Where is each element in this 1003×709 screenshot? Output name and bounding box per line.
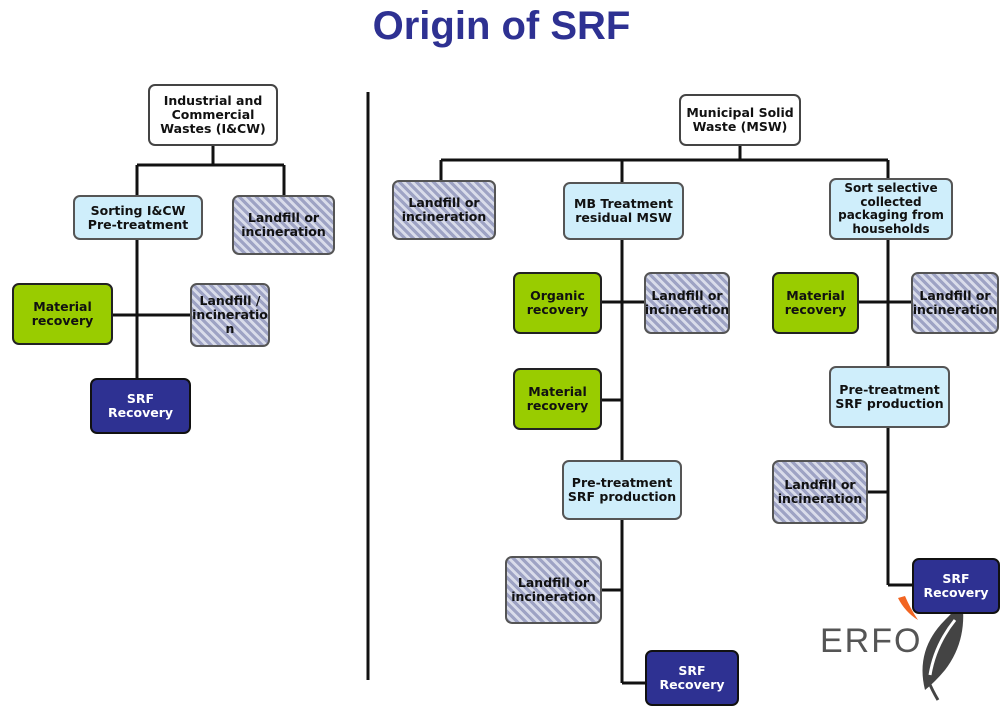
landfill-box: Landfill or incineration — [392, 180, 496, 240]
material-recovery-box: Material recovery — [772, 272, 859, 334]
industrial-wastes-box: Industrial and Commercial Wastes (I&CW) — [148, 84, 278, 146]
mb-treatment-box: MB Treatment residual MSW — [563, 182, 684, 240]
landfill-box: Landfill or incineration — [911, 272, 999, 334]
erfo-logo-icon — [898, 596, 964, 701]
erfo-logo-text: ERFO — [820, 622, 923, 660]
sorting-icw-box: Sorting I&CW Pre-treatment — [73, 195, 203, 240]
landfill-box: Landfill or incineration — [232, 195, 335, 255]
industrial-wastes-label: Industrial and Commercial Wastes (I&CW) — [160, 93, 266, 136]
material-recovery-label: Material recovery — [784, 288, 847, 317]
srf-recovery-label: SRF Recovery — [923, 571, 989, 600]
landfill-label: Landfill or incineration — [912, 288, 998, 317]
material-recovery-label: Material recovery — [526, 384, 589, 413]
material-recovery-label: Material recovery — [31, 299, 94, 328]
srf-recovery-box: SRF Recovery — [645, 650, 739, 706]
pretreatment-label: Pre-treatment SRF production — [567, 475, 677, 504]
msw-label: Municipal Solid Waste (MSW) — [686, 105, 794, 134]
organic-recovery-box: Organic recovery — [513, 272, 602, 334]
sort-selective-box: Sort selective collected packaging from … — [829, 178, 953, 240]
sort-selective-label: Sort selective collected packaging from … — [838, 181, 944, 236]
landfill-label: Landfill or incineration — [644, 288, 730, 317]
srf-recovery-label: SRF Recovery — [659, 663, 725, 692]
landfill-label: Landfill or incineration — [777, 477, 863, 506]
srf-recovery-label: SRF Recovery — [107, 391, 174, 420]
organic-recovery-label: Organic recovery — [526, 288, 589, 317]
landfill-box: Landfill or incineration — [644, 272, 730, 334]
landfill-box: Landfill or incineration — [505, 556, 602, 624]
sorting-icw-label: Sorting I&CW Pre-treatment — [87, 202, 189, 232]
page-title: Origin of SRF — [372, 4, 631, 48]
landfill-box: Landfill / incineratio n — [190, 283, 270, 347]
pretreatment-box: Pre-treatment SRF production — [829, 366, 950, 428]
srf-recovery-box: SRF Recovery — [912, 558, 1000, 614]
pretreatment-box: Pre-treatment SRF production — [562, 460, 682, 520]
landfill-label: Landfill / incineratio n — [192, 293, 268, 336]
landfill-label: Landfill or incineration — [511, 575, 596, 604]
material-recovery-box: Material recovery — [12, 283, 113, 345]
material-recovery-box: Material recovery — [513, 368, 602, 430]
srf-recovery-box: SRF Recovery — [90, 378, 191, 434]
pretreatment-label: Pre-treatment SRF production — [835, 382, 944, 411]
landfill-box: Landfill or incineration — [772, 460, 868, 524]
landfill-label: Landfill or incineration — [401, 195, 487, 224]
msw-box: Municipal Solid Waste (MSW) — [679, 94, 801, 146]
landfill-label: Landfill or incineration — [241, 210, 326, 239]
mb-treatment-label: MB Treatment residual MSW — [574, 196, 673, 225]
